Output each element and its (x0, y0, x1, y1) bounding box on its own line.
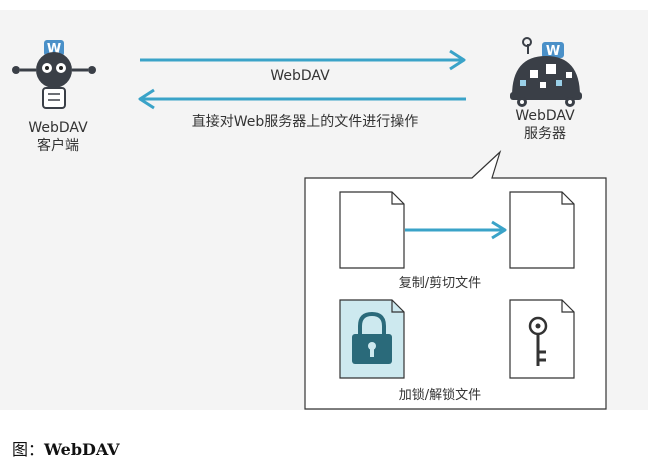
robot-server-icon: W (510, 37, 582, 107)
lock-unlock-label: 加锁/解锁文件 (398, 388, 482, 403)
copy-cut-label: 复制/剪切文件 (398, 276, 482, 291)
operation-label: 直接对Web服务器上的文件进行操作 (191, 114, 419, 130)
svg-text:W: W (546, 44, 560, 59)
target-document-icon (509, 191, 575, 269)
caption-title: WebDAV (44, 440, 120, 459)
caption-prefix: 图： (12, 440, 45, 459)
server-role: 服务器 (524, 126, 566, 142)
client-role: 客户端 (37, 138, 79, 154)
response-arrow (138, 88, 466, 110)
client-label: WebDAV 客户端 (18, 119, 98, 155)
source-document-icon (339, 191, 405, 269)
figure-caption: 图：WebDAV (12, 436, 120, 460)
robot-client-icon: W (12, 40, 96, 109)
request-arrow (140, 49, 466, 71)
copy-arrow (405, 220, 507, 240)
client-name: WebDAV (28, 120, 88, 136)
locked-document-icon (339, 299, 405, 379)
server-label: WebDAV 服务器 (500, 107, 590, 143)
server-name: WebDAV (515, 108, 575, 124)
key-document-icon (509, 299, 575, 379)
protocol-label: WebDAV (270, 68, 330, 84)
